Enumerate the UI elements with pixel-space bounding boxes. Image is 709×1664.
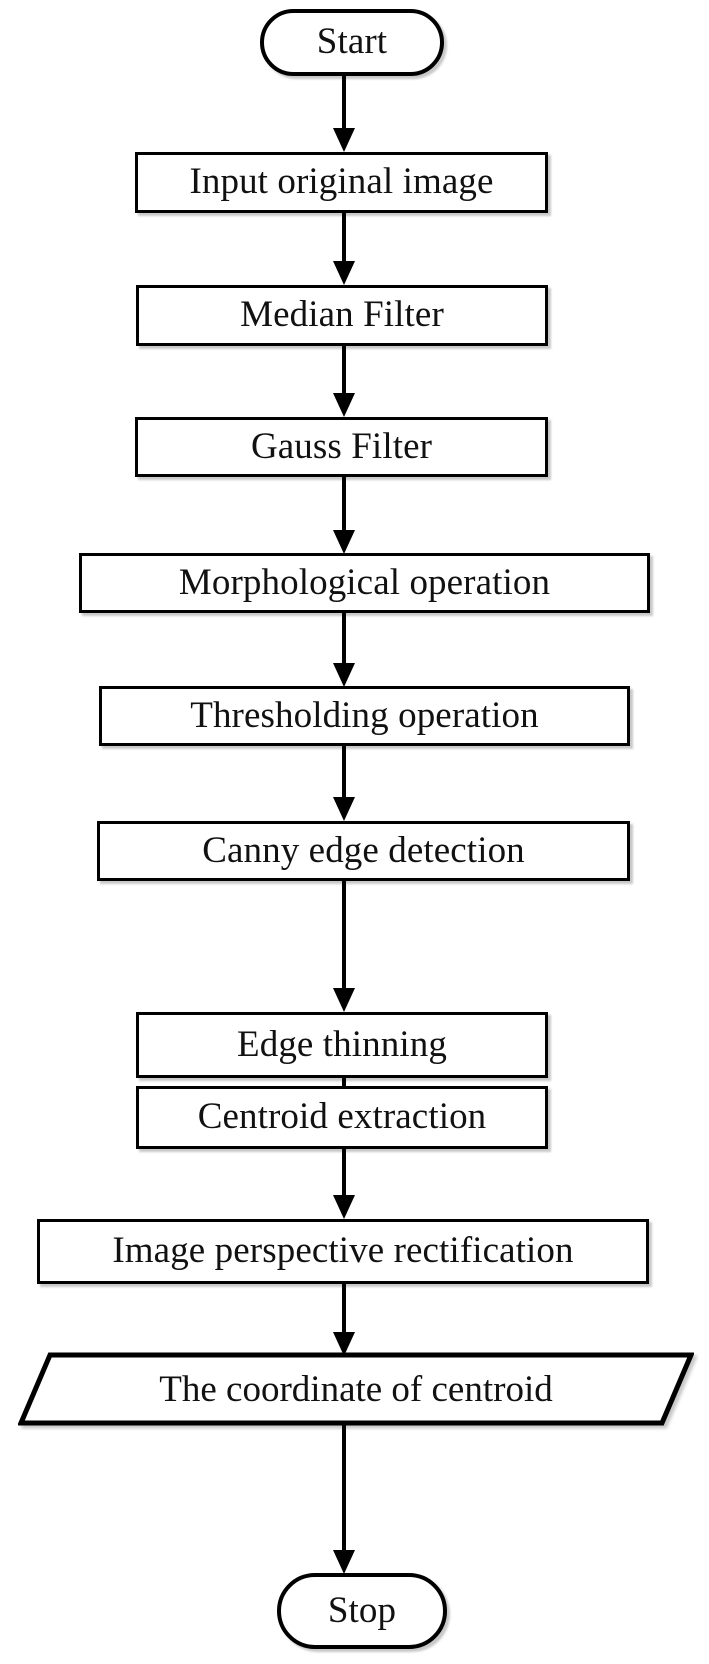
arrow-shaft — [342, 1284, 346, 1332]
parallelogram-shape-icon — [18, 1352, 694, 1426]
node-gauss-filter[interactable]: Gauss Filter — [135, 417, 548, 477]
arrow-head-icon — [333, 261, 355, 285]
node-input-original-image-label: Input original image — [189, 161, 494, 202]
node-median-filter-label: Median Filter — [240, 294, 444, 335]
node-image-perspective-rectification[interactable]: Image perspective rectification — [37, 1219, 649, 1284]
arrow-shaft — [342, 213, 346, 261]
arrow-shaft — [342, 76, 346, 128]
node-stop[interactable]: Stop — [277, 1573, 447, 1649]
arrow-head-icon — [333, 530, 355, 554]
node-canny-edge-detection-label: Canny edge detection — [202, 829, 525, 871]
node-centroid-extraction[interactable]: Centroid extraction — [136, 1086, 548, 1149]
arrow-shaft — [342, 1149, 346, 1195]
node-edge-thinning-label: Edge thinning — [237, 1023, 447, 1065]
node-edge-thinning[interactable]: Edge thinning — [136, 1012, 548, 1078]
node-median-filter[interactable]: Median Filter — [136, 285, 548, 346]
node-input-original-image[interactable]: Input original image — [135, 152, 548, 213]
node-thresholding-operation[interactable]: Thresholding operation — [99, 686, 630, 746]
arrow-shaft — [342, 346, 346, 393]
arrow-head-icon — [333, 797, 355, 821]
node-stop-label: Stop — [327, 1589, 397, 1631]
arrow-head-icon — [333, 1332, 355, 1356]
arrow-shaft — [342, 477, 346, 530]
node-canny-edge-detection[interactable]: Canny edge detection — [97, 821, 630, 881]
node-morphological-operation[interactable]: Morphological operation — [79, 553, 650, 613]
arrow-shaft — [342, 746, 346, 797]
arrow-head-icon — [333, 988, 355, 1012]
node-coordinate-of-centroid[interactable]: The coordinate of centroid — [18, 1352, 694, 1426]
arrow-head-icon — [333, 1195, 355, 1219]
arrow-shaft — [342, 1423, 346, 1550]
arrow-head-icon — [333, 393, 355, 417]
arrow-head-icon — [333, 663, 355, 687]
node-image-perspective-rectification-label: Image perspective rectification — [112, 1230, 574, 1271]
arrow-shaft — [342, 613, 346, 663]
node-thresholding-operation-label: Thresholding operation — [190, 694, 539, 736]
node-morphological-operation-label: Morphological operation — [178, 561, 551, 603]
node-start[interactable]: Start — [260, 9, 444, 76]
node-start-label: Start — [316, 21, 388, 62]
node-centroid-extraction-label: Centroid extraction — [197, 1096, 487, 1137]
node-gauss-filter-label: Gauss Filter — [250, 425, 433, 467]
arrow-head-icon — [333, 1550, 355, 1574]
arrow-shaft — [342, 881, 346, 988]
arrow-head-icon — [333, 128, 355, 152]
